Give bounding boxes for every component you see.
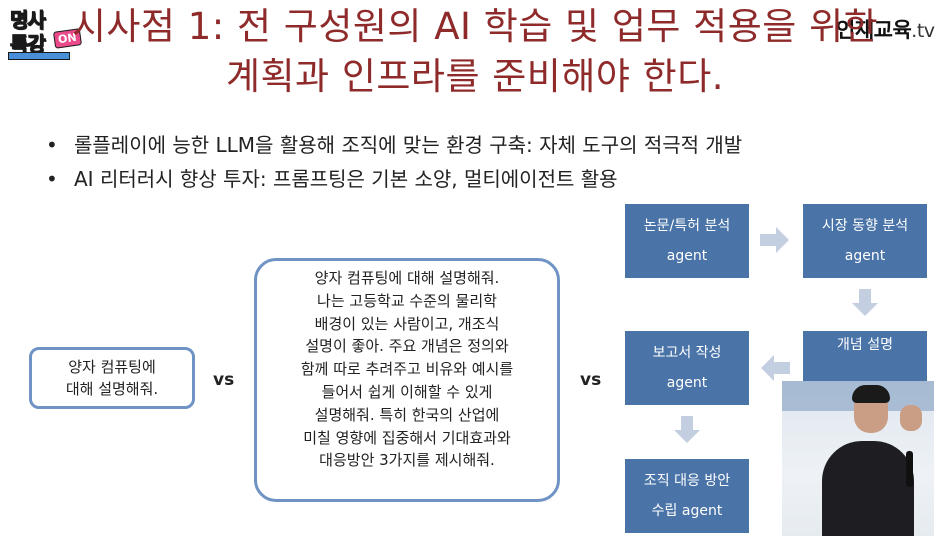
arrow-down-icon <box>674 416 700 443</box>
short-prompt-line: 양자 컴퓨팅에 <box>68 358 156 376</box>
bullet-item: AI 리터러시 향상 투자: 프롬프팅은 기본 소양, 멀티에이전트 활용 <box>44 162 904 196</box>
arrow-right-icon <box>760 227 789 253</box>
microphone-icon <box>906 451 913 487</box>
detailed-prompt-line: 미칠 영향에 집중해서 기대효과와 <box>303 428 511 447</box>
speaker-body <box>822 441 914 536</box>
book-icon <box>8 52 70 60</box>
speaker-hair <box>852 385 890 403</box>
speaker-hand <box>900 405 922 431</box>
agent-label: 수립 agent <box>651 503 723 519</box>
agent-label: 개념 설명 <box>837 337 893 353</box>
arrow-left-icon <box>761 355 790 381</box>
broadcaster-logo: 인재교육.tv <box>836 14 935 44</box>
detailed-prompt-line: 설명이 좋아. 주요 개념은 정의와 <box>305 337 509 356</box>
agent-paper-patent: 논문/특허 분석 agent <box>625 204 749 278</box>
agent-label: agent <box>844 248 886 264</box>
agent-label: 조직 대응 방안 <box>643 473 731 489</box>
bullet-list: 롤플레이에 능한 LLM을 활용해 조직에 맞는 환경 구축: 자체 도구의 적… <box>44 128 904 196</box>
short-prompt-box: 양자 컴퓨팅에 대해 설명해줘. <box>29 347 195 409</box>
detailed-prompt-line: 대응방안 3가지를 제시해줘. <box>319 451 495 470</box>
agent-report-writing: 보고서 작성 agent <box>625 331 749 405</box>
agent-label: 보고서 작성 <box>652 345 722 361</box>
vs-label-1: vs <box>213 370 235 390</box>
channel-logo: 명사 특강 ON <box>8 4 82 62</box>
detailed-prompt-line: 함께 따로 추려주고 비유와 예시를 <box>300 360 514 379</box>
detailed-prompt-box: 양자 컴퓨팅에 대해 설명해줘. 나는 고등학교 수준의 물리학 배경이 있는 … <box>254 258 560 502</box>
agent-label: 논문/특허 분석 <box>643 218 731 234</box>
detailed-prompt-line: 나는 고등학교 수준의 물리학 <box>317 291 497 310</box>
bullet-item: 롤플레이에 능한 LLM을 활용해 조직에 맞는 환경 구축: 자체 도구의 적… <box>44 128 904 162</box>
slide-title-line-1: 시사점 1: 전 구성원의 AI 학습 및 업무 적용을 위한 <box>71 5 879 48</box>
detailed-prompt-line: 양자 컴퓨팅에 대해 설명해줘. <box>314 269 500 287</box>
broadcaster-logo-suffix: .tv <box>911 20 935 42</box>
slide-title-line-2: 계획과 인프라를 준비해야 한다. <box>225 55 725 98</box>
agent-label: 시장 동향 분석 <box>821 218 909 234</box>
agent-label: agent <box>666 375 708 391</box>
broadcaster-logo-name: 인재교육 <box>836 18 912 42</box>
vs-label-2: vs <box>580 370 602 390</box>
agent-market-trend: 시장 동향 분석 agent <box>803 204 927 278</box>
agent-label: agent <box>666 248 708 264</box>
arrow-down-icon <box>852 289 878 316</box>
detailed-prompt-line: 들어서 쉽게 이해할 수 있게 <box>321 382 493 401</box>
detailed-prompt-line: 설명해줘. 특히 한국의 산업에 <box>314 405 500 424</box>
speaker-video <box>782 381 934 536</box>
detailed-prompt-line: 배경이 있는 사람이고, 개조식 <box>314 314 500 333</box>
short-prompt-line: 대해 설명해줘. <box>65 380 159 398</box>
agent-org-response: 조직 대응 방안 수립 agent <box>625 459 749 533</box>
slide-title: 시사점 1: 전 구성원의 AI 학습 및 업무 적용을 위한 계획과 인프라를… <box>60 2 890 102</box>
channel-logo-text-1: 명사 <box>10 8 47 33</box>
